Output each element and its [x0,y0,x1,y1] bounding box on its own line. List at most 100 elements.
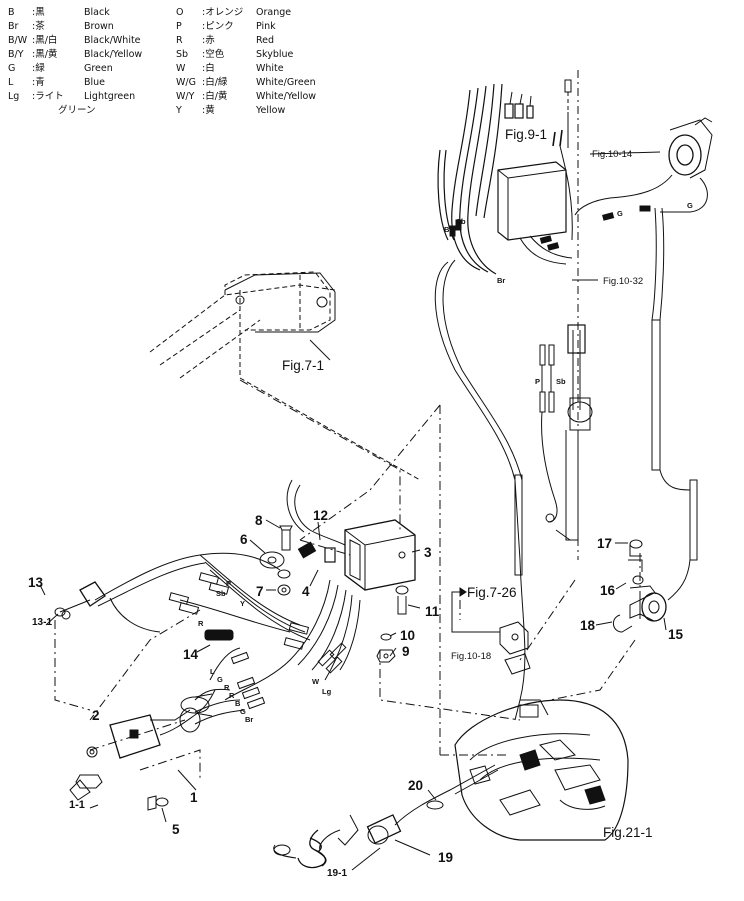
legend-en: White/Yellow [256,91,317,102]
leader-lines [54,379,641,780]
legend-jp: :赤 [202,35,215,46]
callout-11: 11 [425,604,440,619]
legend-en: White [256,63,284,74]
legend-row: B/W :黒/白 Black/White [8,34,158,48]
legend-jp: グリーン [58,105,96,116]
legend-code: O [176,7,184,18]
callout-18: 18 [580,618,596,633]
legend-code: Y [176,105,182,116]
legend-code: P [176,21,182,32]
wire-label: Br [444,225,452,234]
legend-code: W/G [176,77,196,88]
fig-10-14-label: Fig.10-14 [592,149,632,160]
legend-jp: :空色 [202,49,225,60]
wire-label: R [229,691,235,700]
legend-code: W/Y [176,91,195,102]
callout-10: 10 [400,628,415,643]
callout-4: 4 [302,584,310,599]
legend-en: Black/White [84,35,141,46]
main-switch [69,689,216,811]
emergency-switch [54,581,106,620]
fig-10-18-label: Fig.10-18 [451,651,491,662]
legend-code: G [8,63,16,74]
legend-jp: :黒/白 [32,35,58,46]
callout-1-1: 1-1 [69,799,85,811]
legend-en: Red [256,35,275,46]
callout-17: 17 [597,536,612,551]
wire-color-labels: Br Sb G G Br P Sb P Sb Y R L G R R B G B… [198,201,693,724]
legend-jp: :ライト [32,91,64,102]
wire-label: Lg [322,687,332,696]
solenoid-part [574,117,713,216]
legend-row: W/Y :白/黄 White/Yellow [176,90,326,104]
legend-jp: :白/緑 [202,77,228,88]
wire-label: B [235,699,241,708]
legend-code: Lg [8,91,20,102]
fig-10-32-label: Fig.10-32 [603,276,643,287]
fig10-18-part [499,621,531,675]
legend-en: Pink [256,21,276,32]
legend-code: W [176,63,186,74]
legend-jp: :ピンク [202,21,234,32]
legend-code: Br [8,21,19,32]
wire-label: L [210,667,215,676]
wire-label: Sb [556,377,566,386]
callout-15: 15 [668,627,684,642]
legend-code: B/Y [8,49,24,60]
wire-label: G [687,201,693,210]
wire-label: G [617,209,623,218]
callout-7: 7 [256,584,264,599]
fig-7-1-label: Fig.7-1 [282,358,324,373]
wire-label: G [240,707,246,716]
legend-jp: :黒/黄 [32,49,58,60]
legend-jp: :オレンジ [202,7,244,18]
wire-label: Y [240,599,245,608]
legend-jp: :白/黄 [202,91,228,102]
stop-switch-assy [613,539,667,633]
callout-6: 6 [240,532,248,547]
legend-code: B [8,7,15,18]
callout-20: 20 [408,778,423,793]
callout-16: 16 [600,583,616,598]
wire-label: W [312,677,320,686]
figure-references: Fig.9-1 Fig.10-14 Fig.10-32 Fig.7-1 Fig.… [282,127,653,840]
wire-label: Sb [216,589,226,598]
callout-19: 19 [438,850,453,865]
main-harness [434,207,698,701]
legend-en: Yellow [256,105,286,116]
legend-jp: :緑 [32,63,45,74]
legend-en: Black/Yellow [84,49,143,60]
callout-14: 14 [183,647,199,662]
legend-code: B/W [8,35,28,46]
wire-label: P [535,377,540,386]
wire-label: Br [245,715,253,724]
legend-en: Green [84,63,113,74]
wire-label: Sb [456,217,466,226]
legend-row: G :緑 Green [8,62,158,76]
remote-box [286,479,416,591]
bracket-solid [224,272,336,333]
wire-label: G [217,675,223,684]
legend-en: Skyblue [256,49,294,60]
lower-housing [454,699,629,841]
callout-5: 5 [172,822,180,837]
callout-8: 8 [255,513,263,528]
legend-code: Sb [176,49,189,60]
bracket-ghost [149,271,421,481]
switch-harness [94,552,361,725]
fig-9-1-label: Fig.9-1 [505,127,547,142]
callout-13: 13 [28,575,44,590]
legend-jp: :黄 [202,105,215,116]
fig-21-1-label: Fig.21-1 [603,825,653,840]
legend-en: Black [84,7,110,18]
callout-3: 3 [424,545,432,560]
